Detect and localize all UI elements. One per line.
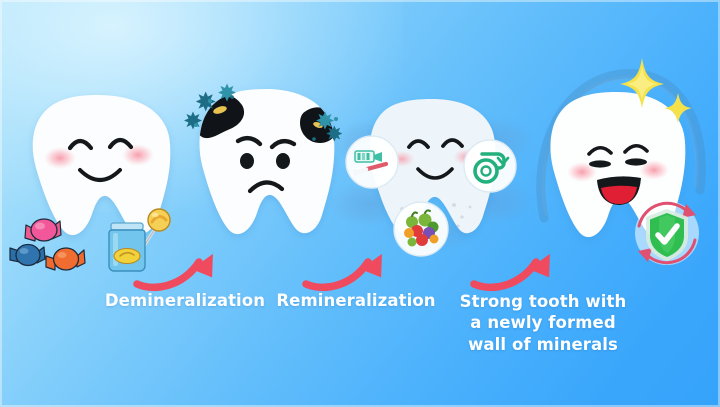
tooth-4-tongue — [601, 185, 637, 204]
healthy-food-badge — [392, 200, 450, 258]
sparkle-large-svg — [620, 58, 664, 108]
tooth-1-blush-left — [44, 147, 76, 169]
cavity-fleck-1 — [213, 106, 227, 114]
protection-shield-badge — [630, 196, 704, 270]
dental-floss-icon — [473, 152, 510, 184]
sugar-jar-and-lollipop — [100, 200, 172, 276]
floss-badge-svg — [463, 139, 517, 193]
caption-demineralization: Demineralization — [104, 291, 266, 310]
sugar-jar — [108, 222, 146, 272]
tooth-4-eyelid-right — [625, 158, 647, 166]
arrow-1-svg — [133, 253, 213, 291]
bacteria-cluster-left — [184, 83, 236, 130]
tooth-4-eyelid-left — [589, 160, 611, 168]
arrow-3-svg — [470, 253, 550, 291]
tooth-3-mouth — [416, 167, 454, 180]
sparkle-small-svg — [664, 93, 692, 123]
sparkle-large — [617, 56, 667, 110]
dental-floss-badge — [462, 138, 518, 194]
arrow-3 — [470, 250, 560, 292]
tooth-2-eye-right — [276, 153, 290, 169]
tooth-3-eye-left — [407, 139, 430, 149]
toothbrush-badge — [344, 134, 400, 190]
caption-strong-tooth: Strong tooth with a newly formed wall of… — [459, 292, 627, 354]
tooth-2-svg — [184, 83, 343, 235]
food-badge-svg — [393, 201, 449, 257]
tooth-4-blush-left — [567, 162, 597, 182]
stage-1-healthy-tooth — [18, 92, 178, 242]
tooth-1-eye-right — [107, 137, 134, 150]
toothbrush-badge-svg — [345, 135, 399, 189]
shield-badge-svg — [635, 201, 699, 265]
tooth-4-eye-right — [623, 143, 649, 154]
tooth-1-body — [32, 95, 171, 236]
tooth-4-blush-right — [639, 160, 669, 180]
tooth-4-svg — [550, 92, 686, 238]
tooth-3-body — [369, 99, 496, 234]
candies-svg — [9, 218, 86, 271]
toothbrush-icon — [353, 161, 389, 175]
renewal-arrows-icon — [637, 201, 697, 265]
arrow-2 — [302, 250, 392, 292]
bacteria-cluster-right — [312, 111, 343, 142]
toothpaste-icon — [354, 150, 382, 163]
candy-blue — [9, 243, 46, 267]
sparkle-small — [663, 92, 693, 124]
tooth-1-svg — [32, 95, 171, 236]
jar-label — [113, 247, 141, 265]
tooth-1-eye-left — [67, 138, 94, 151]
tooth-4-body — [550, 92, 686, 238]
arrow-1 — [133, 250, 223, 292]
jar-svg — [108, 208, 171, 272]
caption-remineralization: Remineralization — [276, 291, 436, 310]
arrow-2-svg — [302, 253, 382, 291]
candy-cluster — [8, 212, 96, 274]
tooth-1-mouth — [78, 168, 122, 182]
tooth-1-blush-right — [122, 144, 154, 166]
candy-pink — [24, 218, 62, 242]
shield-check-icon — [646, 209, 688, 261]
tooth-4-eye-left — [587, 145, 613, 156]
stage-4-strong-tooth — [541, 88, 693, 246]
candy-orange — [45, 247, 86, 271]
healthy-food-icon — [404, 209, 439, 247]
tooth-3-eye-right — [441, 138, 464, 148]
stage-2-decayed-tooth — [184, 83, 343, 243]
lollipop-head — [147, 208, 171, 232]
tooth-2-eye-left — [240, 153, 254, 169]
tooth-2-brow-left — [235, 135, 263, 147]
tooth-2-brow-right — [269, 138, 297, 150]
tooth-2-mouth — [247, 180, 285, 194]
